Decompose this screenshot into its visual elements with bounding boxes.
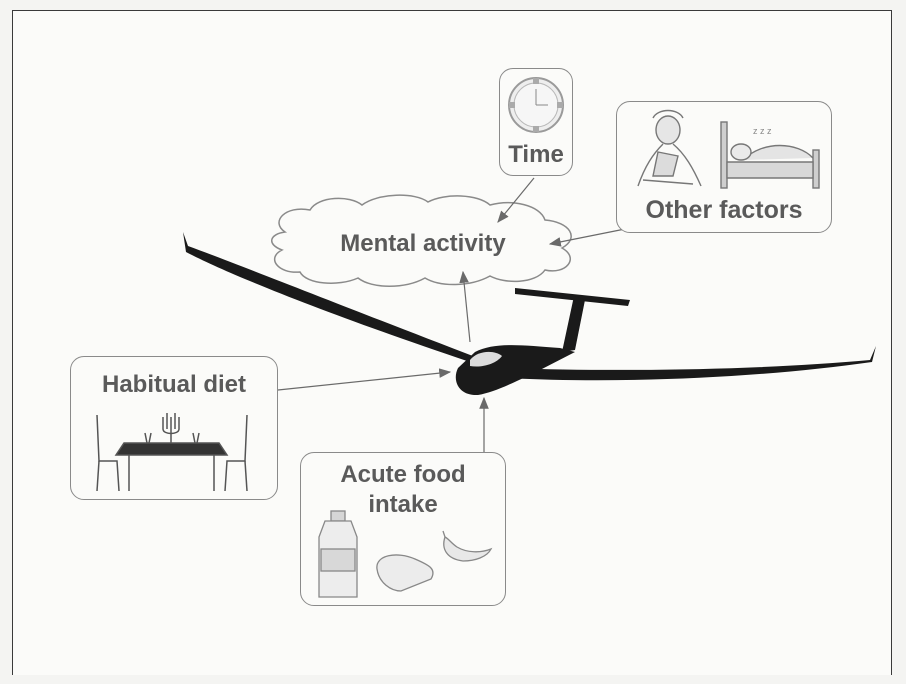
other-factors-illustration: z z z bbox=[637, 109, 820, 189]
acute-food-intake-box: Acute food intake bbox=[300, 452, 506, 606]
time-box: Time bbox=[499, 68, 573, 176]
habitual-diet-box: Habitual diet bbox=[70, 356, 278, 500]
water-bottle-icon bbox=[318, 510, 358, 598]
bread-icon bbox=[376, 554, 434, 592]
acute-food-illustration bbox=[318, 510, 493, 598]
stressed-person-icon bbox=[637, 109, 702, 187]
sleeping-person-icon: z z z bbox=[720, 121, 820, 189]
other-factors-box: z z z Other factors bbox=[616, 101, 832, 233]
banana-icon bbox=[442, 530, 493, 562]
arrow-diet-to-glider bbox=[277, 368, 452, 391]
mental-activity-cloud bbox=[271, 194, 572, 287]
clock-icon bbox=[508, 77, 564, 133]
acute-food-intake-label-line1: Acute food bbox=[340, 461, 466, 488]
other-factors-label: Other factors bbox=[645, 196, 803, 224]
time-label: Time bbox=[508, 141, 564, 168]
arrow-time-to-mental bbox=[497, 177, 535, 223]
mental-activity-label: Mental activity bbox=[340, 230, 506, 257]
glider-icon bbox=[183, 232, 876, 396]
arrow-glider-to-mental bbox=[459, 270, 471, 343]
acute-food-intake-label-line2: intake bbox=[368, 491, 438, 518]
habitual-diet-label: Habitual diet bbox=[101, 371, 246, 398]
arrow-other-to-mental bbox=[548, 227, 631, 247]
svg-text:z z z: z z z bbox=[753, 126, 772, 136]
dining-table-icon bbox=[96, 413, 248, 492]
